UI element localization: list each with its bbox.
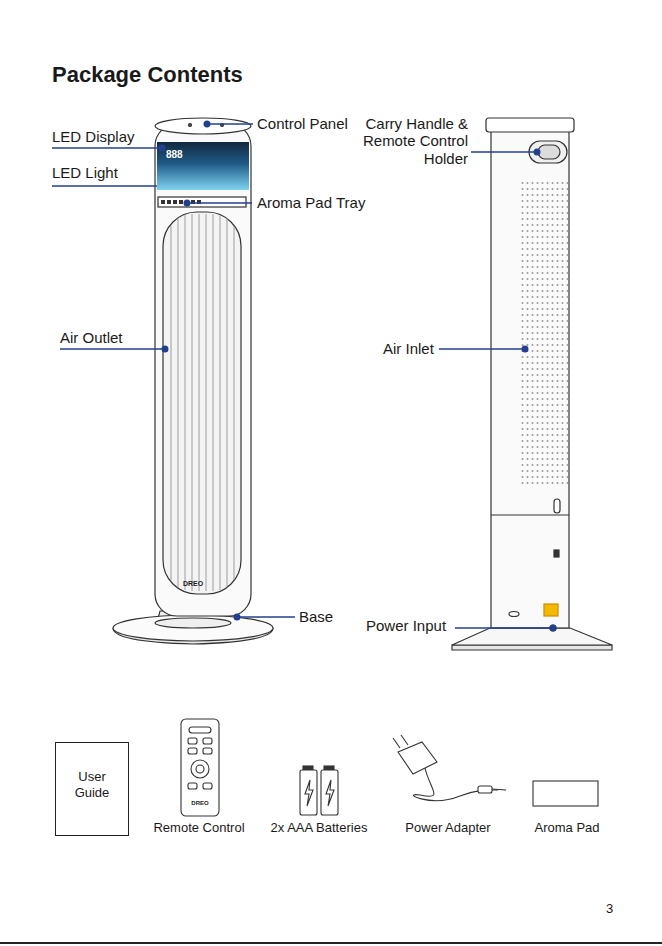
item-caption: Aroma Pad [534, 821, 599, 836]
callout-label: Air Outlet [60, 329, 123, 346]
page-title: Package Contents [52, 62, 243, 87]
callout-label: Base [299, 608, 333, 625]
callout-label: Power Input [366, 617, 446, 634]
display-digits: 888 [166, 149, 183, 161]
callout-label: LED Display [52, 128, 135, 145]
item-caption: Power Adapter [405, 821, 490, 836]
aroma-pad [533, 781, 598, 806]
brand-logo: DREO [183, 580, 203, 588]
front-fan [113, 118, 273, 644]
leader-lines [52, 121, 556, 631]
page-rule [0, 942, 662, 944]
brand-logo: DREO [191, 800, 208, 807]
batteries [300, 766, 338, 815]
page-number: 3 [606, 902, 613, 917]
callout-label: Air Inlet [383, 340, 434, 357]
item-caption: Remote Control [153, 821, 244, 836]
callout-label: Control Panel [257, 115, 348, 132]
callout-label: Carry Handle & Remote Control Holder [354, 115, 468, 167]
remote-control [181, 719, 219, 816]
callout-label: LED Light [52, 164, 118, 181]
back-fan [452, 118, 612, 650]
callout-label: Aroma Pad Tray [257, 194, 365, 211]
document-box: User Guide [55, 742, 129, 836]
power-adapter [393, 735, 506, 801]
item-caption: 2x AAA Batteries [271, 821, 368, 836]
box-text: User Guide [68, 769, 116, 800]
